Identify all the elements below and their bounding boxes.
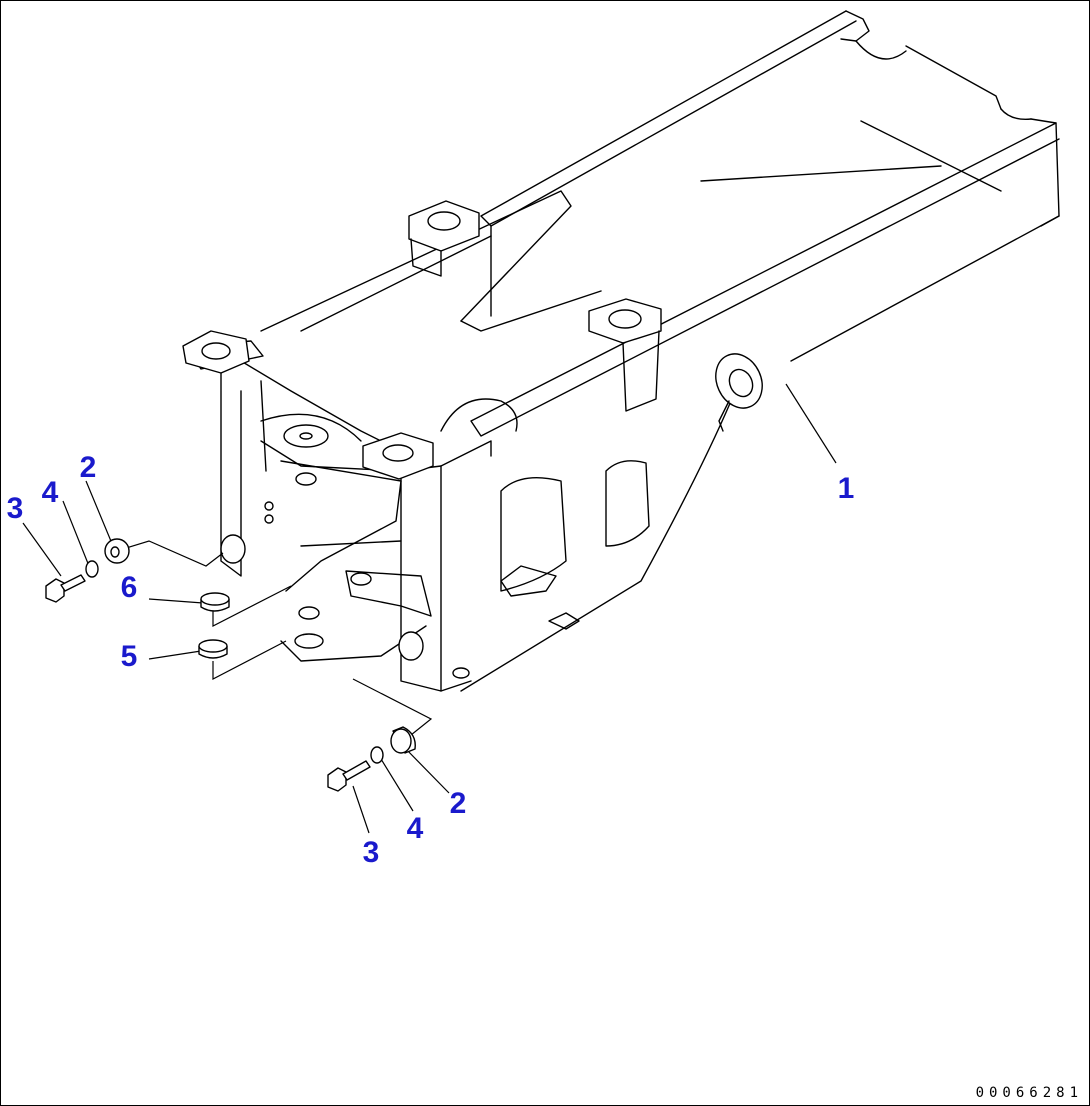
- bolt-left: [45, 574, 86, 603]
- spacer-right: [390, 726, 416, 754]
- callout-2-spacer-left: 2: [79, 451, 97, 484]
- bolt-right: [327, 760, 371, 792]
- callout-3-bolt-left: 3: [6, 492, 24, 525]
- ring-5: [198, 639, 228, 659]
- callout-5-ring: 5: [120, 640, 138, 673]
- callout-4-washer-right: 4: [406, 812, 424, 845]
- callout-1-frame: 1: [837, 472, 855, 505]
- drawing-code: 00066281: [975, 1085, 1083, 1101]
- leader-lines: [22, 383, 837, 834]
- ring-6: [200, 592, 230, 612]
- washer-right: [370, 746, 384, 764]
- spacer-left: [104, 538, 130, 564]
- callout-3-bolt-right: 3: [362, 836, 380, 869]
- washer-left: [85, 560, 99, 578]
- callout-4-washer-left: 4: [41, 476, 59, 509]
- loose-parts: [45, 538, 416, 792]
- callout-6-ring: 6: [120, 571, 138, 604]
- rear-frame: [182, 10, 1060, 692]
- callout-2-spacer-right: 2: [449, 787, 467, 820]
